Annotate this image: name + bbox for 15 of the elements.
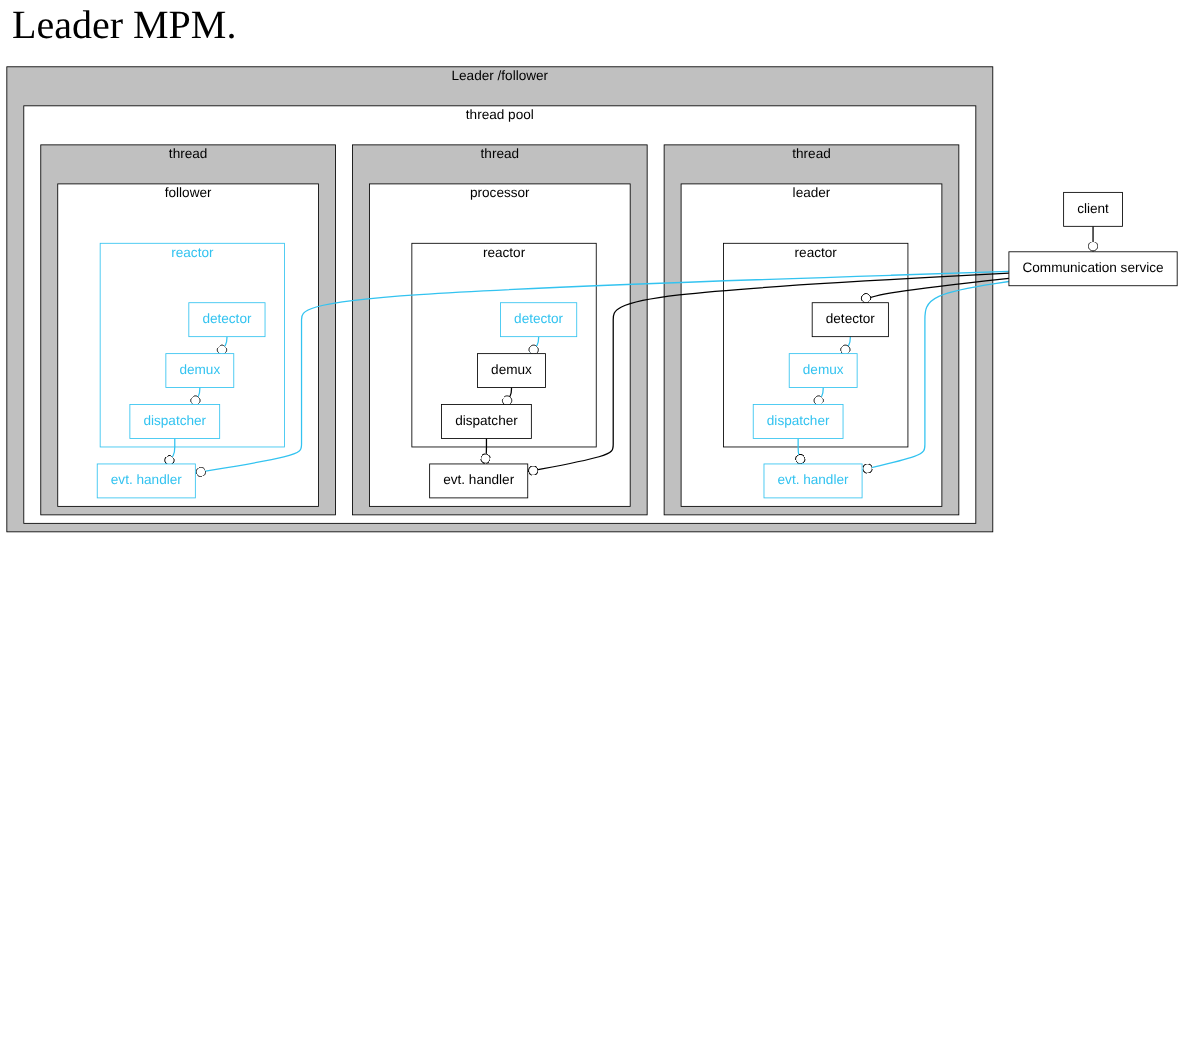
- connector: [190, 386, 201, 406]
- connector: [528, 336, 540, 355]
- diagram-title: Leader MPM.: [10, 2, 239, 52]
- connector: [527, 272, 1010, 476]
- connector: [501, 386, 513, 406]
- connector: [480, 437, 491, 465]
- connector: [860, 277, 1010, 304]
- connector: [840, 336, 851, 355]
- connector: [861, 280, 1010, 474]
- connector: [216, 336, 228, 355]
- connector: [164, 437, 176, 466]
- connector: [795, 437, 806, 465]
- connector: [1087, 225, 1099, 253]
- connector: [194, 270, 1010, 478]
- connector: [813, 386, 824, 406]
